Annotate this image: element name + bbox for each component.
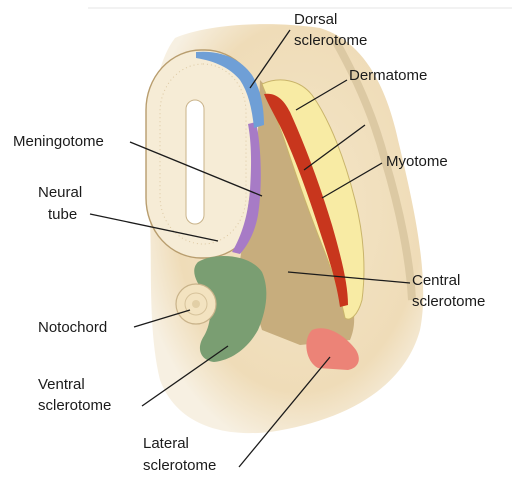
label-notochord: Notochord [38, 319, 107, 336]
notochord [176, 284, 216, 324]
label-dermatome: Dermatome [349, 67, 427, 84]
label-myotome: Myotome [386, 153, 448, 170]
label-ventral-sclerotome: Ventral sclerotome [38, 376, 111, 414]
label-lateral-sclerotome: Lateral sclerotome [143, 435, 216, 474]
label-meningotome: Meningotome [13, 133, 104, 150]
neural-canal [186, 100, 204, 224]
label-neural-tube: Neural tube [38, 184, 86, 223]
